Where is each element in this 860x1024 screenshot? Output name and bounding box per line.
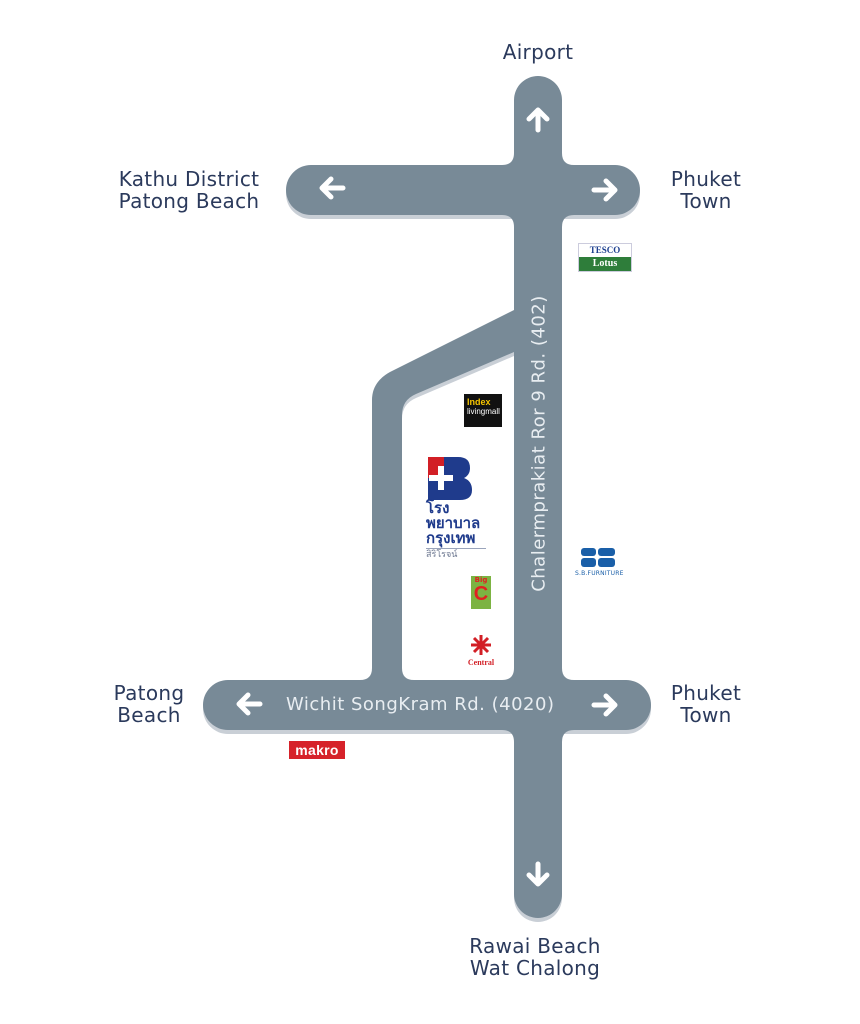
kathu-label: Kathu District [118,167,260,191]
phuket-label-top: Phuket [670,167,742,191]
bangkok-hospital-logo-mark [428,457,472,500]
hospital-thai-line2: กรุงเทพ [426,529,476,547]
wichit-songkram-road [203,680,651,730]
arrow-down-icon [526,861,550,887]
roads [203,76,651,918]
sb-furniture-logo-mark [581,548,615,567]
makro-logo: makro [289,741,345,759]
bigc-logo: Big C [471,576,491,609]
bigc-big-text: Big [474,576,488,584]
town-label-bottom: Town [680,703,732,727]
top-cross-road [286,165,640,215]
arrow-up-icon [526,107,550,133]
central-logo: Central [466,635,496,671]
destination-kathu-patong: Kathu District Patong Beach [96,168,282,212]
beach-label: Beach [117,703,181,727]
wat-chalong-label: Wat Chalong [469,956,601,980]
patong-label: Patong [113,681,185,705]
bangkok-hospital-logo: โรงพยาบาล กรุงเทพ สิริโรจน์ [426,455,492,560]
central-text: Central [467,658,495,667]
arrow-right-icon-top [591,178,618,202]
road-name-wichit-songkram: Wichit SongKram Rd. (4020) [286,694,555,715]
destination-phuket-town-bottom: Phuket Town [658,682,754,726]
rawai-beach-label: Rawai Beach [469,934,601,958]
destination-phuket-town-top: Phuket Town [658,168,754,212]
tesco-text: TESCO [589,245,621,255]
airport-label: Airport [502,40,574,64]
sb-furniture-logo: S.B.FURNITURE [575,546,624,580]
destination-airport: Airport [488,41,588,63]
sb-furniture-text: S.B.FURNITURE [575,570,624,577]
bigc-c-text: C [473,583,489,605]
town-label-top: Town [680,189,732,213]
destination-patong-beach: Patong Beach [100,682,198,726]
connector-road [372,310,514,690]
hospital-thai-line1: โรงพยาบาล [426,499,481,532]
index-text: Index [467,397,491,407]
arrow-left-icon-bottom [236,692,263,716]
phuket-label-bottom: Phuket [670,681,742,705]
road-name-chalermprakiat: Chalermprakiat Ror 9 Rd. (402) [528,295,550,592]
patong-beach-label-top: Patong Beach [118,189,260,213]
hospital-thai-line3: สิริโรจน์ [426,548,486,561]
arrow-left-icon-top [319,176,346,200]
lotus-text: Lotus [579,257,631,271]
index-livingmall-logo: Index livingmall [464,394,502,427]
tesco-lotus-logo: TESCO Lotus [578,243,632,272]
arrow-right-icon-bottom [591,693,618,717]
destination-rawai-chalong: Rawai Beach Wat Chalong [445,935,625,979]
livingmall-text: livingmall [467,407,500,416]
central-logo-mark [471,635,491,655]
